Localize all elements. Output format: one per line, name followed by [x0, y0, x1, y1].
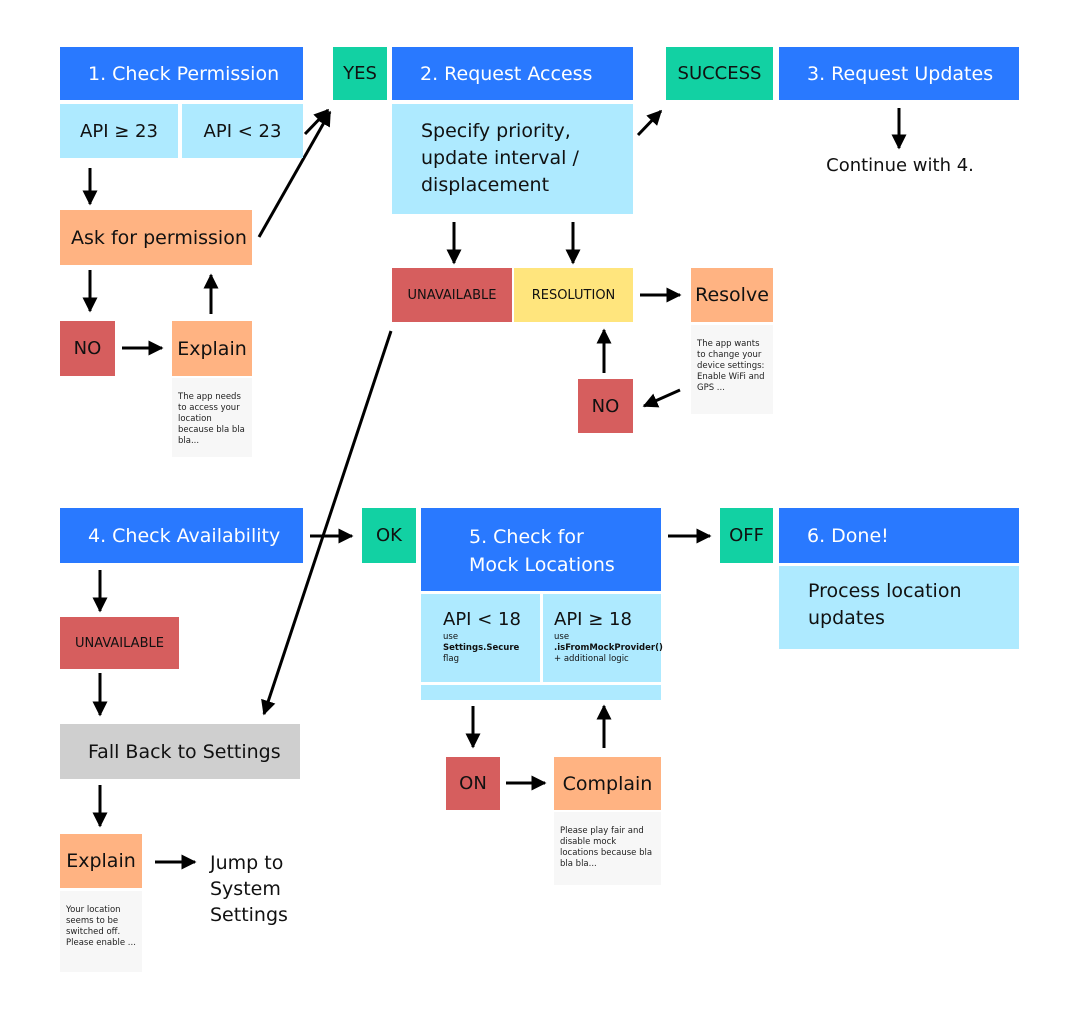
request-updates-header: 3. Request Updates — [779, 47, 1019, 100]
api-lt-23-box: API < 23 — [182, 104, 303, 158]
process-updates-box: Process location updates — [779, 566, 1019, 649]
arrow-ask-to-yes — [257, 110, 332, 238]
jump-system-settings-text: Jump to System Settings — [210, 852, 288, 926]
availability-explain-box: Explain — [60, 834, 142, 888]
api-ge-23-box: API ≥ 23 — [60, 104, 178, 158]
request-unavailable-box: UNAVAILABLE — [392, 268, 512, 322]
continue-with-4-text: Continue with 4. — [826, 155, 974, 176]
api-lt-18-box: API < 18 use Settings.Secure flag — [421, 594, 540, 682]
check-mock-locations-header: 5. Check for Mock Locations — [421, 508, 661, 591]
yes-badge: YES — [333, 47, 387, 100]
resolve-note: The app wants to change your device sett… — [691, 325, 773, 414]
resolve-box: Resolve — [691, 268, 773, 322]
check-permission-header: 1. Check Permission — [60, 47, 303, 100]
permission-no-box: NO — [60, 321, 115, 376]
complain-box: Complain — [554, 757, 661, 810]
done-header: 6. Done! — [779, 508, 1019, 563]
ok-badge: OK — [362, 508, 416, 563]
arrow-apilt-to-yes — [303, 108, 330, 136]
permission-explain-note: The app needs to access your location be… — [172, 378, 252, 457]
mock-locations-footer-bar — [421, 685, 661, 700]
resolution-no-box: NO — [578, 379, 633, 433]
permission-explain-box: Explain — [172, 321, 252, 376]
availability-explain-note: Your location seems to be switched off. … — [60, 891, 142, 972]
arrow-req-to-success — [636, 109, 663, 137]
success-badge: SUCCESS — [666, 47, 773, 100]
api-ge-18-box: API ≥ 18 use .isFromMockProvider() + add… — [543, 594, 663, 682]
ask-permission-box: Ask for permission — [60, 210, 252, 265]
request-access-body: Specify priority, update interval / disp… — [392, 104, 633, 214]
request-access-header: 2. Request Access — [392, 47, 633, 100]
resolution-box: RESOLUTION — [514, 268, 633, 322]
complain-note: Please play fair and disable mock locati… — [554, 812, 661, 885]
check-availability-header: 4. Check Availability — [60, 508, 303, 563]
mock-on-box: ON — [446, 757, 500, 810]
fall-back-settings-box: Fall Back to Settings — [60, 724, 300, 779]
off-badge: OFF — [720, 508, 773, 563]
availability-unavailable-box: UNAVAILABLE — [60, 617, 179, 669]
arrow-unavailable-to-fallback — [261, 330, 393, 716]
arrow-resolve-to-no — [642, 388, 681, 408]
